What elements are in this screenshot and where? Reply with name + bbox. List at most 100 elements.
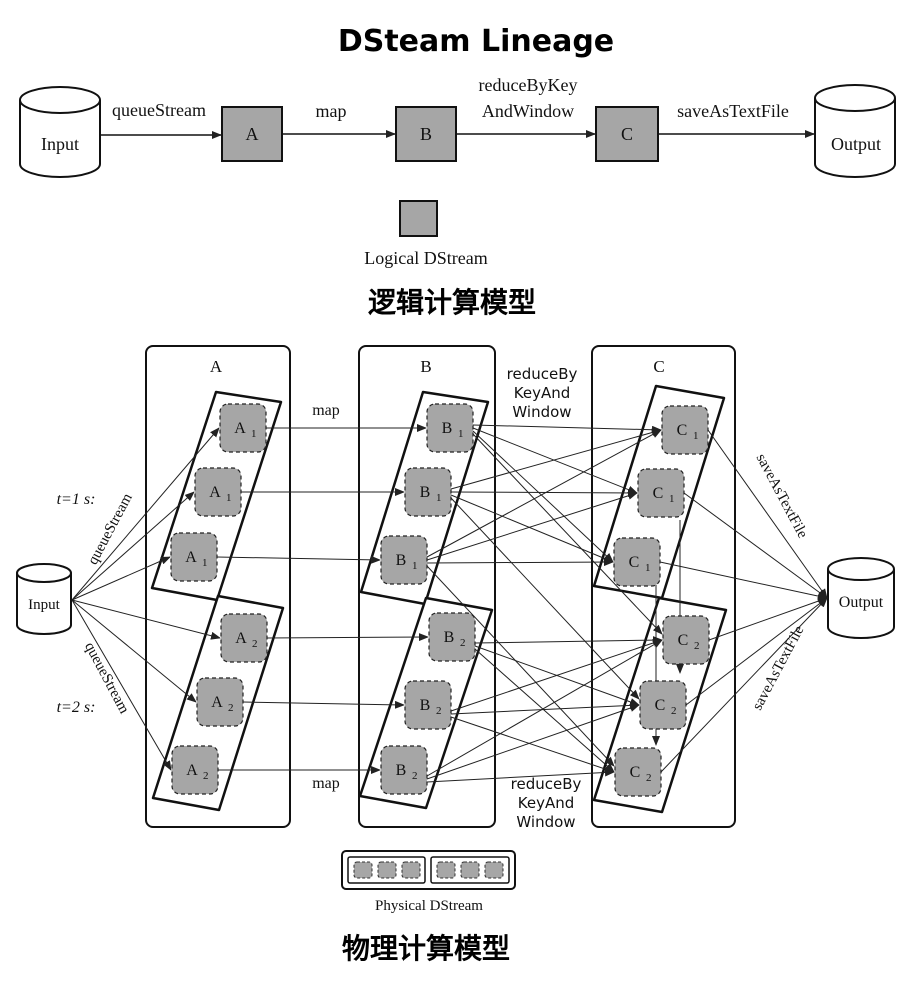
edge-input-to-a: [71, 556, 171, 601]
physical-edges: [71, 424, 828, 783]
physical-legend-cell: [460, 861, 480, 879]
logical-input-cylinder: Input: [19, 86, 101, 178]
node-subscript: 1: [693, 430, 699, 442]
logical-node-c-label: C: [621, 124, 633, 144]
edge-save: [685, 597, 828, 706]
edge-reduce-cross: [472, 433, 663, 635]
edge-input-to-a: [71, 427, 220, 601]
node-label: B: [420, 697, 431, 714]
node-label: A: [186, 762, 198, 779]
reduce-top-line1: reduceBy: [507, 365, 578, 383]
logical-save-label: saveAsTextFile: [677, 101, 789, 121]
node-box: [662, 615, 710, 665]
node-box: [639, 680, 687, 730]
edge-reduce: [426, 768, 615, 783]
reduce-label-bottom: reduceBy KeyAnd Window: [511, 775, 582, 831]
edge-reduce: [450, 494, 614, 563]
node-subscript: 1: [669, 493, 675, 505]
edge-reduce: [450, 428, 662, 490]
physical-legend-cell: [377, 861, 397, 879]
edge-input-to-a: [71, 599, 221, 640]
node-box: [404, 467, 452, 517]
node-box: [171, 745, 219, 795]
edge-input-to-a: [71, 599, 172, 771]
node-label: B: [420, 484, 431, 501]
node-box: [196, 677, 244, 727]
logical-map-label: map: [316, 101, 347, 121]
edge-map: [216, 555, 381, 564]
node-box: [194, 467, 242, 517]
node-subscript: 2: [460, 637, 466, 649]
node-subscript: 2: [412, 770, 418, 782]
logical-reduce-label-line1: reduceByKey: [479, 75, 578, 95]
edge-save: [683, 492, 828, 599]
edge-save: [708, 597, 828, 641]
physical-legend: Physical DStream: [341, 850, 516, 914]
node-subscript: 1: [645, 562, 651, 574]
node-label: A: [235, 630, 247, 647]
node-subscript: 2: [203, 770, 209, 782]
physical-input-cylinder: Input: [16, 563, 72, 635]
logical-model: Input Output A B C queueStream map reduc…: [19, 75, 896, 319]
node-box: [219, 403, 267, 453]
reduce-label-top: reduceBy KeyAnd Window: [507, 365, 578, 421]
logical-node-b-box: [395, 106, 457, 162]
edge-reduce: [426, 429, 662, 558]
time-label-t2: t=2 s:: [57, 699, 96, 716]
node-label: A: [209, 484, 221, 501]
node-subscript: 2: [646, 772, 652, 784]
edge-map: [242, 700, 405, 709]
physical-map-label-bottom: map: [312, 775, 340, 792]
logical-node-a-box: [221, 106, 283, 162]
node-subscript: 2: [694, 640, 700, 652]
edge-reduce: [474, 648, 615, 773]
logical-node-b-label: B: [420, 124, 432, 144]
node-label: C: [630, 764, 641, 781]
edge-reduce: [426, 704, 640, 780]
node-subscript: 2: [252, 638, 258, 650]
physical-output-cylinder: Output: [827, 557, 895, 639]
logical-output-label: Output: [831, 134, 881, 154]
node-subscript: 1: [251, 428, 257, 440]
node-box: [404, 680, 452, 730]
node-label: A: [185, 549, 197, 566]
logical-reduce-label-line2: AndWindow: [482, 101, 574, 121]
reduce-top-line3: Window: [512, 403, 571, 421]
node-box: [613, 537, 661, 587]
column-a-label: A: [210, 357, 223, 376]
edge-save: [659, 561, 828, 601]
node-box: [661, 405, 709, 455]
reduce-top-line2: KeyAnd: [514, 384, 570, 402]
edge-reduce: [426, 491, 638, 561]
physical-legend-cell: [353, 861, 373, 879]
node-label: C: [655, 697, 666, 714]
time-label-t1: t=1 s:: [57, 491, 96, 508]
diagram-title: DSteam Lineage: [338, 24, 614, 59]
node-subscript: 1: [202, 557, 208, 569]
edge-input-to-a: [71, 599, 197, 703]
node-label: A: [234, 420, 246, 437]
save-label-bottom: saveAsTextFile: [750, 623, 808, 713]
logical-legend-label: Logical DStream: [364, 248, 487, 268]
logical-input-label: Input: [41, 134, 79, 154]
node-box: [428, 612, 476, 662]
node-label: A: [211, 694, 223, 711]
node-subscript: 2: [228, 702, 234, 714]
node-subscript: 1: [458, 428, 464, 440]
edge-reduce: [426, 558, 614, 567]
physical-legend-cell: [436, 861, 456, 879]
node-label: B: [442, 420, 453, 437]
node-box: [614, 747, 662, 797]
